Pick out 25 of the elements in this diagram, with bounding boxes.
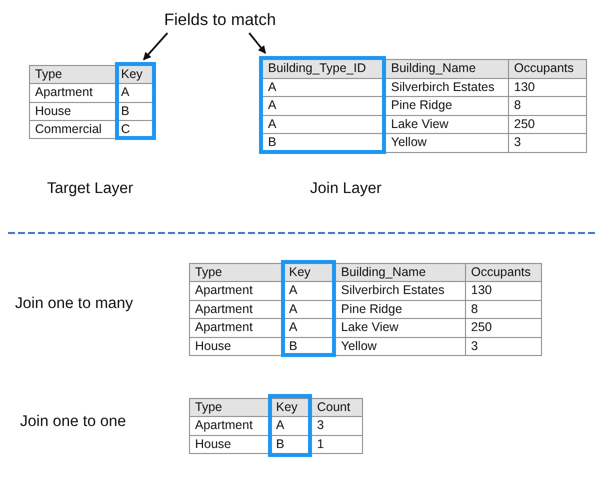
caption-text: Join one to one [20, 413, 126, 431]
table-cell: House [189, 434, 271, 454]
header-cell: Count [311, 398, 363, 418]
table-cell: House [189, 336, 284, 356]
arrow [143, 32, 168, 60]
table-cell: 3 [465, 336, 542, 356]
header-cell: Type [189, 398, 271, 418]
header-cell: Building_Name [385, 59, 509, 78]
table-cell: 3 [508, 133, 587, 152]
arrow [248, 32, 266, 54]
annotation-text: Fields to match [147, 11, 293, 33]
header-cell: Type [189, 263, 284, 282]
highlight-frame [259, 56, 386, 154]
header-cell: Occupants [508, 59, 587, 78]
header-cell: Building_Name [335, 263, 466, 282]
header-cell: Type [29, 65, 116, 84]
header-cell: Occupants [465, 263, 542, 282]
table-cell: Commercial [29, 120, 116, 140]
highlight-frame [115, 62, 156, 140]
caption-text: Target Layer [47, 180, 134, 198]
highlight-frame [281, 260, 336, 357]
caption-text: Join one to many [15, 295, 134, 313]
table-cell: 1 [311, 434, 363, 454]
highlight-frame [268, 394, 312, 457]
caption-text: Join Layer [310, 180, 382, 198]
